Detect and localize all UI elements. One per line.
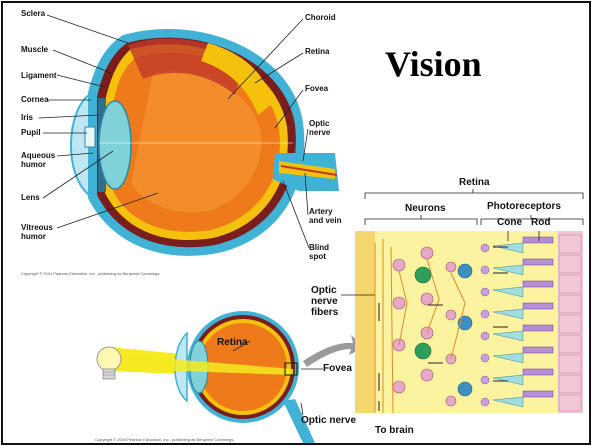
copyright-top: Copyright © 2004 Pearson Education, Inc.… (21, 271, 160, 276)
label-ligament: Ligament (21, 71, 57, 80)
label-iris: Iris (21, 113, 33, 122)
small-label-optic-nerve: Optic nerve (301, 415, 356, 426)
light-bulb-icon (97, 347, 121, 379)
detail-label-cone: Cone (497, 217, 522, 228)
small-label-fovea: Fovea (323, 363, 352, 374)
small-eye (109, 311, 315, 443)
small-label-retina: Retina (217, 337, 248, 348)
detail-label-retina: Retina (459, 177, 490, 188)
label-pupil: Pupil (21, 128, 41, 137)
detail-label-optic-nerve-fibers: Optic nerve fibers (311, 285, 338, 318)
label-aqueous-humor: Aqueous humor (21, 151, 55, 169)
label-fovea: Fovea (305, 84, 328, 93)
label-choroid: Choroid (305, 13, 336, 22)
label-cornea: Cornea (21, 95, 49, 104)
label-lens: Lens (21, 193, 40, 202)
detail-label-to-brain: To brain (375, 425, 414, 436)
lens (99, 101, 131, 189)
pupil (85, 127, 95, 147)
label-optic-nerve: Optic nerve (309, 119, 330, 137)
copyright-bottom: Copyright © 2004 Pearson Education, Inc.… (95, 437, 234, 442)
label-artery-and-vein: Artery and vein (309, 207, 341, 225)
detail-label-photoreceptors: Photoreceptors (487, 201, 561, 212)
label-blind-spot: Blind spot (309, 243, 329, 261)
label-muscle: Muscle (21, 45, 48, 54)
label-vitreous-humor: Vitreous humor (21, 223, 53, 241)
label-retina: Retina (305, 47, 329, 56)
detail-label-neurons: Neurons (405, 203, 446, 214)
detail-label-rod: Rod (531, 217, 550, 228)
slide-title: Vision (385, 43, 482, 85)
label-sclera: Sclera (21, 9, 45, 18)
